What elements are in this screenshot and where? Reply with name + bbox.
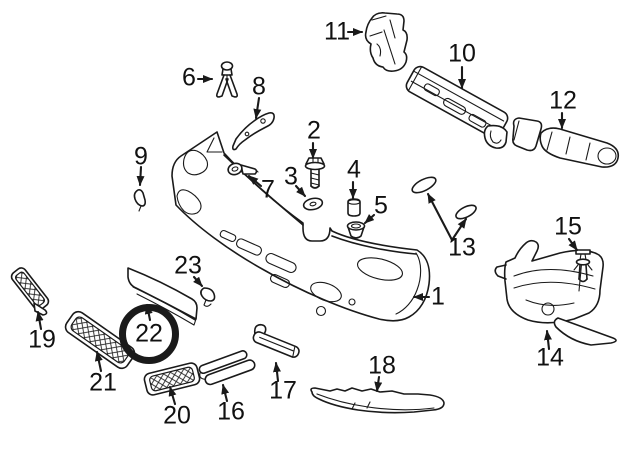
fog-bezel-cover-drawing	[252, 323, 300, 358]
part-label-19[interactable]: 19	[28, 325, 56, 354]
absorber-end-foam-drawing	[364, 12, 408, 72]
part-label-22-highlighted[interactable]: 22	[135, 319, 163, 348]
upper-bracket-drawing	[232, 112, 275, 151]
impact-absorber-drawing	[405, 65, 509, 149]
part-label-13[interactable]: 13	[448, 233, 476, 262]
push-pin-drawing	[573, 249, 593, 283]
part-label-17[interactable]: 17	[269, 376, 297, 405]
absorber-foam-right-drawing	[512, 117, 620, 168]
part-label-1[interactable]: 1	[431, 282, 445, 311]
bolt-drawing	[304, 157, 326, 189]
arrow-to-part-5	[363, 213, 376, 225]
arrow-to-part-20	[168, 385, 177, 406]
leader-arrows	[35, 28, 579, 406]
part-label-4[interactable]: 4	[347, 155, 361, 184]
push-clip-drawing	[215, 61, 239, 98]
trim-caps-drawing	[411, 176, 477, 220]
arrow-to-part-13b	[450, 217, 468, 242]
part-label-2[interactable]: 2	[307, 116, 321, 145]
grommet-drawing	[346, 221, 366, 239]
spacer-drawing	[347, 198, 361, 217]
bumper-grille-large-drawing	[64, 310, 136, 370]
arrow-to-part-21	[94, 350, 103, 373]
side-grille-strip-drawing	[10, 267, 50, 316]
part-label-20[interactable]: 20	[163, 401, 191, 430]
arrow-to-part-23	[192, 275, 204, 288]
small-clip-drawing	[133, 189, 146, 212]
screw-rivet-drawing	[227, 162, 259, 176]
arrow-to-part-9	[136, 165, 145, 187]
part-label-8[interactable]: 8	[252, 72, 266, 101]
fog-bezel-drawing	[198, 350, 256, 386]
part-label-11[interactable]: 11	[324, 17, 350, 46]
arrow-to-part-17	[273, 361, 281, 383]
part-label-10[interactable]: 10	[448, 39, 476, 68]
arrow-to-part-19	[35, 310, 44, 331]
arrow-to-part-13a	[426, 192, 454, 242]
arrow-to-part-18	[374, 375, 383, 393]
license-filler-panel-drawing	[127, 267, 198, 326]
part-label-14[interactable]: 14	[536, 343, 564, 372]
arrow-to-part-7	[247, 174, 263, 188]
part-label-7[interactable]: 7	[261, 175, 275, 204]
arrow-to-part-16	[221, 383, 230, 403]
lower-spoiler-drawing	[310, 387, 445, 414]
arrow-to-part-3	[294, 184, 307, 198]
arrow-to-part-14	[544, 329, 552, 351]
washer-drawing	[302, 197, 324, 211]
part-label-15[interactable]: 15	[554, 212, 582, 241]
highlight-circle	[119, 304, 179, 364]
part-label-5[interactable]: 5	[374, 191, 388, 220]
part-label-18[interactable]: 18	[368, 351, 396, 380]
part-label-23[interactable]: 23	[174, 251, 202, 280]
part-label-3[interactable]: 3	[284, 162, 298, 191]
bumper-cover-drawing	[171, 131, 431, 322]
arrow-to-part-8	[253, 96, 262, 120]
arrow-to-part-15	[567, 237, 579, 252]
part-label-9[interactable]: 9	[134, 142, 148, 171]
part-label-16[interactable]: 16	[217, 397, 245, 426]
fastener-clip-drawing	[200, 287, 216, 307]
side-bracket-drawing	[494, 239, 617, 346]
part-label-12[interactable]: 12	[549, 86, 577, 115]
part-label-6[interactable]: 6	[182, 63, 196, 92]
part-label-21[interactable]: 21	[89, 368, 117, 397]
